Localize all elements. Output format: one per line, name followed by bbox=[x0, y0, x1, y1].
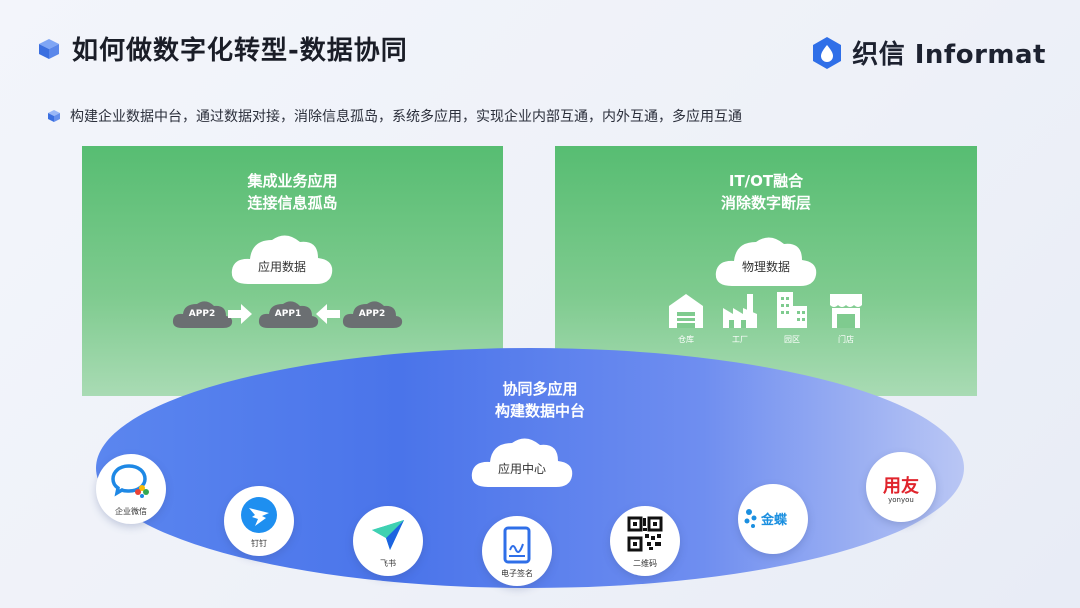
brand-name: 织信 Informat bbox=[852, 40, 1046, 70]
cube-icon bbox=[39, 38, 59, 59]
left-panel-title-1: 集成业务应用 bbox=[247, 172, 338, 190]
app-center-cloud: 应用中心 bbox=[468, 430, 576, 492]
physical-data-label: 物理数据 bbox=[741, 260, 790, 274]
campus-icon bbox=[777, 292, 807, 328]
gray-cloud-icon bbox=[172, 301, 233, 328]
integration-wecom[interactable]: 企业微信 bbox=[96, 454, 166, 524]
building-warehouse: 仓库 bbox=[661, 292, 711, 345]
building-campus: 园区 bbox=[767, 292, 817, 345]
warehouse-label: 仓库 bbox=[678, 335, 694, 344]
kingdee-icon: 金蝶 bbox=[744, 509, 788, 528]
page-title: 如何做数字化转型-数据协同 bbox=[72, 36, 408, 66]
center-title-2: 构建数据中台 bbox=[494, 402, 585, 420]
cloud-icon bbox=[715, 237, 817, 286]
integration-yonyou[interactable]: 用友 yonyou bbox=[866, 452, 936, 522]
store-label: 门店 bbox=[838, 335, 854, 344]
subtitle: 构建企业数据中台，通过数据对接，消除信息孤岛，系统多应用，实现企业内部互通，内外… bbox=[70, 109, 742, 125]
physical-data-cloud: 物理数据 bbox=[712, 230, 820, 290]
integration-feishu[interactable]: 飞书 bbox=[353, 506, 423, 576]
gray-cloud-icon bbox=[342, 301, 403, 328]
svg-text:yonyou: yonyou bbox=[888, 496, 914, 504]
app-data-cloud: 应用数据 bbox=[228, 228, 336, 288]
right-panel-title-2: 消除数字断层 bbox=[720, 194, 811, 212]
bullet-cube-icon bbox=[48, 110, 60, 122]
app-center-label: 应用中心 bbox=[497, 462, 546, 476]
esign-label: 电子签名 bbox=[501, 569, 533, 578]
feishu-icon bbox=[372, 520, 404, 550]
app-node-left: APP2 bbox=[170, 298, 234, 330]
cloud-icon bbox=[231, 235, 333, 284]
arrow-right-icon bbox=[228, 304, 252, 324]
qrcode-icon bbox=[627, 516, 663, 552]
app-data-label: 应用数据 bbox=[257, 260, 306, 274]
integration-esign[interactable]: 电子签名 bbox=[482, 516, 552, 586]
app-node-center-label: APP1 bbox=[274, 309, 302, 319]
right-panel-title-1: IT/OT融合 bbox=[728, 172, 804, 190]
wecom-label: 企业微信 bbox=[115, 507, 147, 516]
store-icon bbox=[830, 294, 862, 328]
integration-kingdee[interactable]: 金蝶 bbox=[738, 484, 808, 554]
wecom-icon bbox=[111, 464, 149, 498]
brand: 织信 Informat bbox=[812, 34, 1046, 71]
app-node-right: APP2 bbox=[340, 298, 404, 330]
campus-label: 园区 bbox=[784, 335, 800, 344]
building-factory: 工厂 bbox=[715, 292, 765, 345]
svg-text:用友: 用友 bbox=[883, 475, 919, 497]
svg-text:金蝶: 金蝶 bbox=[760, 512, 788, 528]
integration-dingtalk[interactable]: 钉钉 bbox=[224, 486, 294, 556]
app-node-right-label: APP2 bbox=[358, 309, 386, 319]
informat-logo-icon bbox=[813, 36, 842, 69]
factory-label: 工厂 bbox=[732, 335, 748, 344]
gray-cloud-icon bbox=[258, 301, 319, 328]
integration-qrcode[interactable]: 二维码 bbox=[610, 506, 680, 576]
building-store: 门店 bbox=[821, 292, 871, 345]
left-panel-title-2: 连接信息孤岛 bbox=[247, 194, 338, 212]
yonyou-icon: 用友 yonyou bbox=[883, 475, 919, 504]
app-node-left-label: APP2 bbox=[188, 309, 216, 319]
center-title-1: 协同多应用 bbox=[502, 380, 578, 398]
dingtalk-label: 钉钉 bbox=[251, 539, 267, 548]
feishu-label: 飞书 bbox=[380, 559, 396, 568]
dingtalk-icon bbox=[241, 497, 277, 533]
esign-icon bbox=[503, 526, 531, 564]
qrcode-label: 二维码 bbox=[633, 559, 657, 568]
app-node-center: APP1 bbox=[256, 298, 320, 330]
factory-icon bbox=[723, 294, 757, 328]
subtitle-row: 构建企业数据中台，通过数据对接，消除信息孤岛，系统多应用，实现企业内部互通，内外… bbox=[48, 106, 742, 126]
title-row: 如何做数字化转型-数据协同 bbox=[38, 30, 408, 67]
warehouse-icon bbox=[669, 294, 703, 328]
arrow-left-icon bbox=[316, 304, 340, 324]
cloud-icon bbox=[471, 438, 573, 487]
